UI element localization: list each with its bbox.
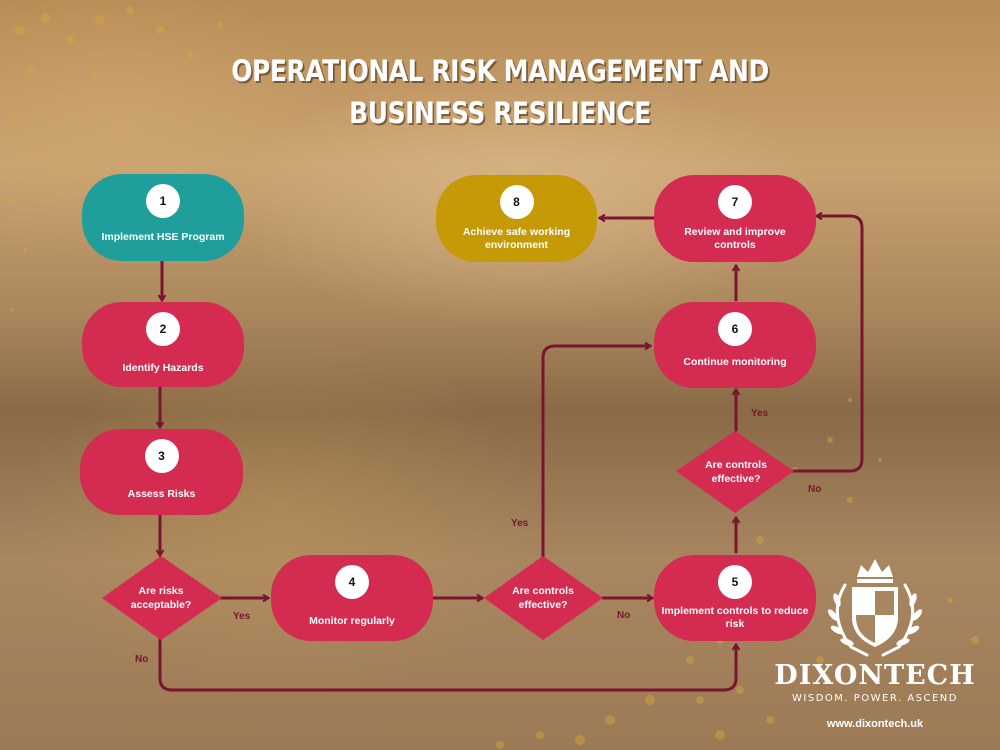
node-8-achieve-safe-environment: 8 Achieve safe working environment xyxy=(436,175,597,262)
brand-name: DIXONTECH xyxy=(774,660,976,691)
step-number-badge: 5 xyxy=(718,565,752,599)
brand-tagline: WISDOM. POWER. ASCEND xyxy=(792,693,958,704)
edge-label-d1-yes: Yes xyxy=(233,611,251,622)
node-label: Implement controls to reduce risk xyxy=(661,605,809,630)
step-number-badge: 8 xyxy=(499,185,534,219)
node-4-monitor-regularly: 4 Monitor regularly xyxy=(271,555,433,641)
edge-label-d2-yes: Yes xyxy=(511,518,529,529)
dixontech-crest-icon xyxy=(827,559,923,657)
page-title: OPERATIONAL RISK MANAGEMENT AND BUSINESS… xyxy=(70,50,930,134)
node-label: Implement HSE Program xyxy=(101,231,225,243)
brand-url-link[interactable]: www.dixontech.uk xyxy=(826,718,924,730)
node-7-review-improve-controls: 7 Review and improve controls xyxy=(654,175,816,262)
decision-d2-label: Are controls effective? xyxy=(512,585,574,611)
edge-d1-5 xyxy=(158,638,736,692)
node-label: Monitor regularly xyxy=(309,615,395,627)
step-number-badge: 3 xyxy=(144,439,179,473)
decision-d3-shape xyxy=(676,431,794,513)
step-number-badge: 7 xyxy=(718,185,752,219)
node-1-implement-hse-program: 1 Implement HSE Program xyxy=(82,174,244,261)
node-label: Continue monitoring xyxy=(683,356,787,368)
edge-d2-6 xyxy=(541,346,650,559)
node-label: Review and improve controls xyxy=(684,226,786,251)
step-number-badge: 1 xyxy=(146,184,180,218)
decision-d3-label: Are controls effective? xyxy=(705,459,767,485)
node-label: Identify Hazards xyxy=(122,362,204,374)
edge-label-d1-no: No xyxy=(135,654,149,665)
title-line-1: OPERATIONAL RISK MANAGEMENT AND xyxy=(231,54,769,88)
decision-d1-label: Are risks acceptable? xyxy=(130,585,192,611)
decision-d2-shape xyxy=(484,556,603,640)
step-number-badge: 4 xyxy=(335,565,369,599)
brand-block: DIXONTECH WISDOM. POWER. ASCEND www.dixo… xyxy=(770,660,980,730)
node-label: Achieve safe working environment xyxy=(462,226,571,251)
edge-d3-7 xyxy=(791,216,864,473)
node-label: Assess Risks xyxy=(127,488,196,500)
node-2-identify-hazards: 2 Identify Hazards xyxy=(82,302,244,387)
node-6-continue-monitoring: 6 Continue monitoring xyxy=(654,302,816,388)
edge-label-d3-no: No xyxy=(808,484,822,495)
step-number-badge: 6 xyxy=(718,312,752,346)
node-5-implement-controls: 5 Implement controls to reduce risk xyxy=(654,555,816,641)
title-line-2: BUSINESS RESILIENCE xyxy=(349,96,651,130)
decision-d1-shape xyxy=(102,556,222,640)
edge-label-d3-yes: Yes xyxy=(751,408,769,419)
node-3-assess-risks: 3 Assess Risks xyxy=(80,429,243,515)
edge-label-d2-no: No xyxy=(617,610,631,621)
step-number-badge: 2 xyxy=(146,312,180,346)
